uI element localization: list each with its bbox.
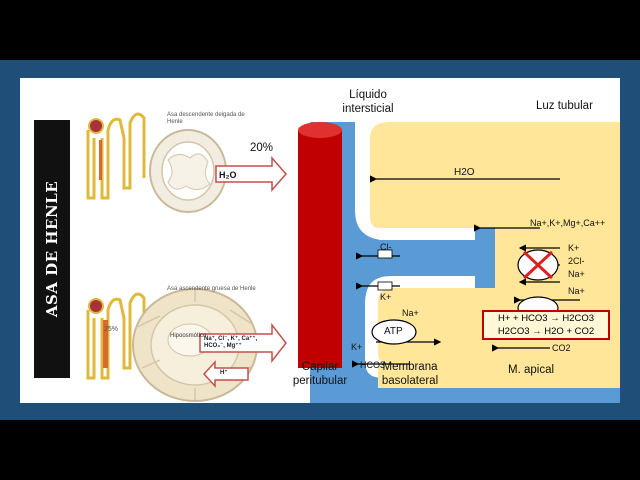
atp-label: ATP: [384, 326, 403, 337]
nhe-na-label: Na+: [568, 286, 585, 296]
descending-percent: 20%: [250, 142, 274, 154]
diagram-canvas: [86, 112, 620, 403]
nephron-upper-icon: [86, 112, 146, 200]
reaction-2: H2CO3 → H2O + CO2: [497, 326, 595, 337]
slide: ASA DE HENLE: [20, 78, 620, 403]
cl-label: Cl-: [380, 242, 392, 252]
interstitial-label: Líquido intersticial: [342, 89, 394, 115]
k-channel-label: K+: [380, 292, 392, 302]
atp-pump-icon: [371, 319, 417, 345]
hplus-label: H⁺: [220, 370, 228, 376]
reaction-1: H+ + HCO3 → H2CO3: [497, 313, 595, 324]
nephron-lower-icon: [86, 292, 146, 380]
cl-channel-icon: [377, 249, 393, 259]
h2o-label: H2O: [454, 167, 475, 178]
nkcc-cl-label: 2Cl-: [568, 256, 585, 266]
k-channel-icon: [377, 281, 393, 291]
ions-label: Na⁺, Cl⁻, K⁺, Ca⁺⁺, HCO₃⁻, Mg⁺⁺: [204, 336, 258, 349]
capillary-tube: [298, 124, 342, 368]
na-atp-label: Na+: [402, 308, 419, 318]
nkcc-na-label: Na+: [568, 269, 585, 279]
basolateral-label: Membrana basolateral: [381, 361, 439, 387]
nkcc-k-label: K+: [568, 243, 580, 253]
ions-arrow: [199, 322, 287, 364]
descending-cross-section: [149, 129, 227, 213]
title-banner: ASA DE HENLE: [34, 120, 70, 378]
water-label: H₂O: [219, 170, 237, 180]
lumen-label: Luz tubular: [536, 100, 593, 112]
reaction-box: H+ + HCO3 → H2CO3 H2CO3 → H2O + CO2: [482, 310, 610, 340]
hypoosmotic-label: Hipoosmótico: [170, 333, 207, 339]
k-atp-label: K+: [351, 342, 363, 352]
cations-label: Na+,K+,Mg+,Ca++: [530, 218, 606, 228]
hplus-arrow: [202, 360, 249, 388]
apical-label: M. apical: [508, 364, 555, 376]
hco3-label: HCO3: [360, 360, 386, 370]
slide-frame: ASA DE HENLE: [0, 60, 640, 420]
ascending-label: Asa ascendente gruesa de Henle: [167, 286, 256, 292]
ascending-percent: 25%: [104, 326, 119, 333]
capillary-label: Capilar peritubular: [292, 361, 348, 387]
co2-label: CO2: [552, 343, 571, 353]
water-arrow: [215, 156, 287, 192]
descending-label: Asa descendente delgada de Henle: [167, 112, 245, 125]
